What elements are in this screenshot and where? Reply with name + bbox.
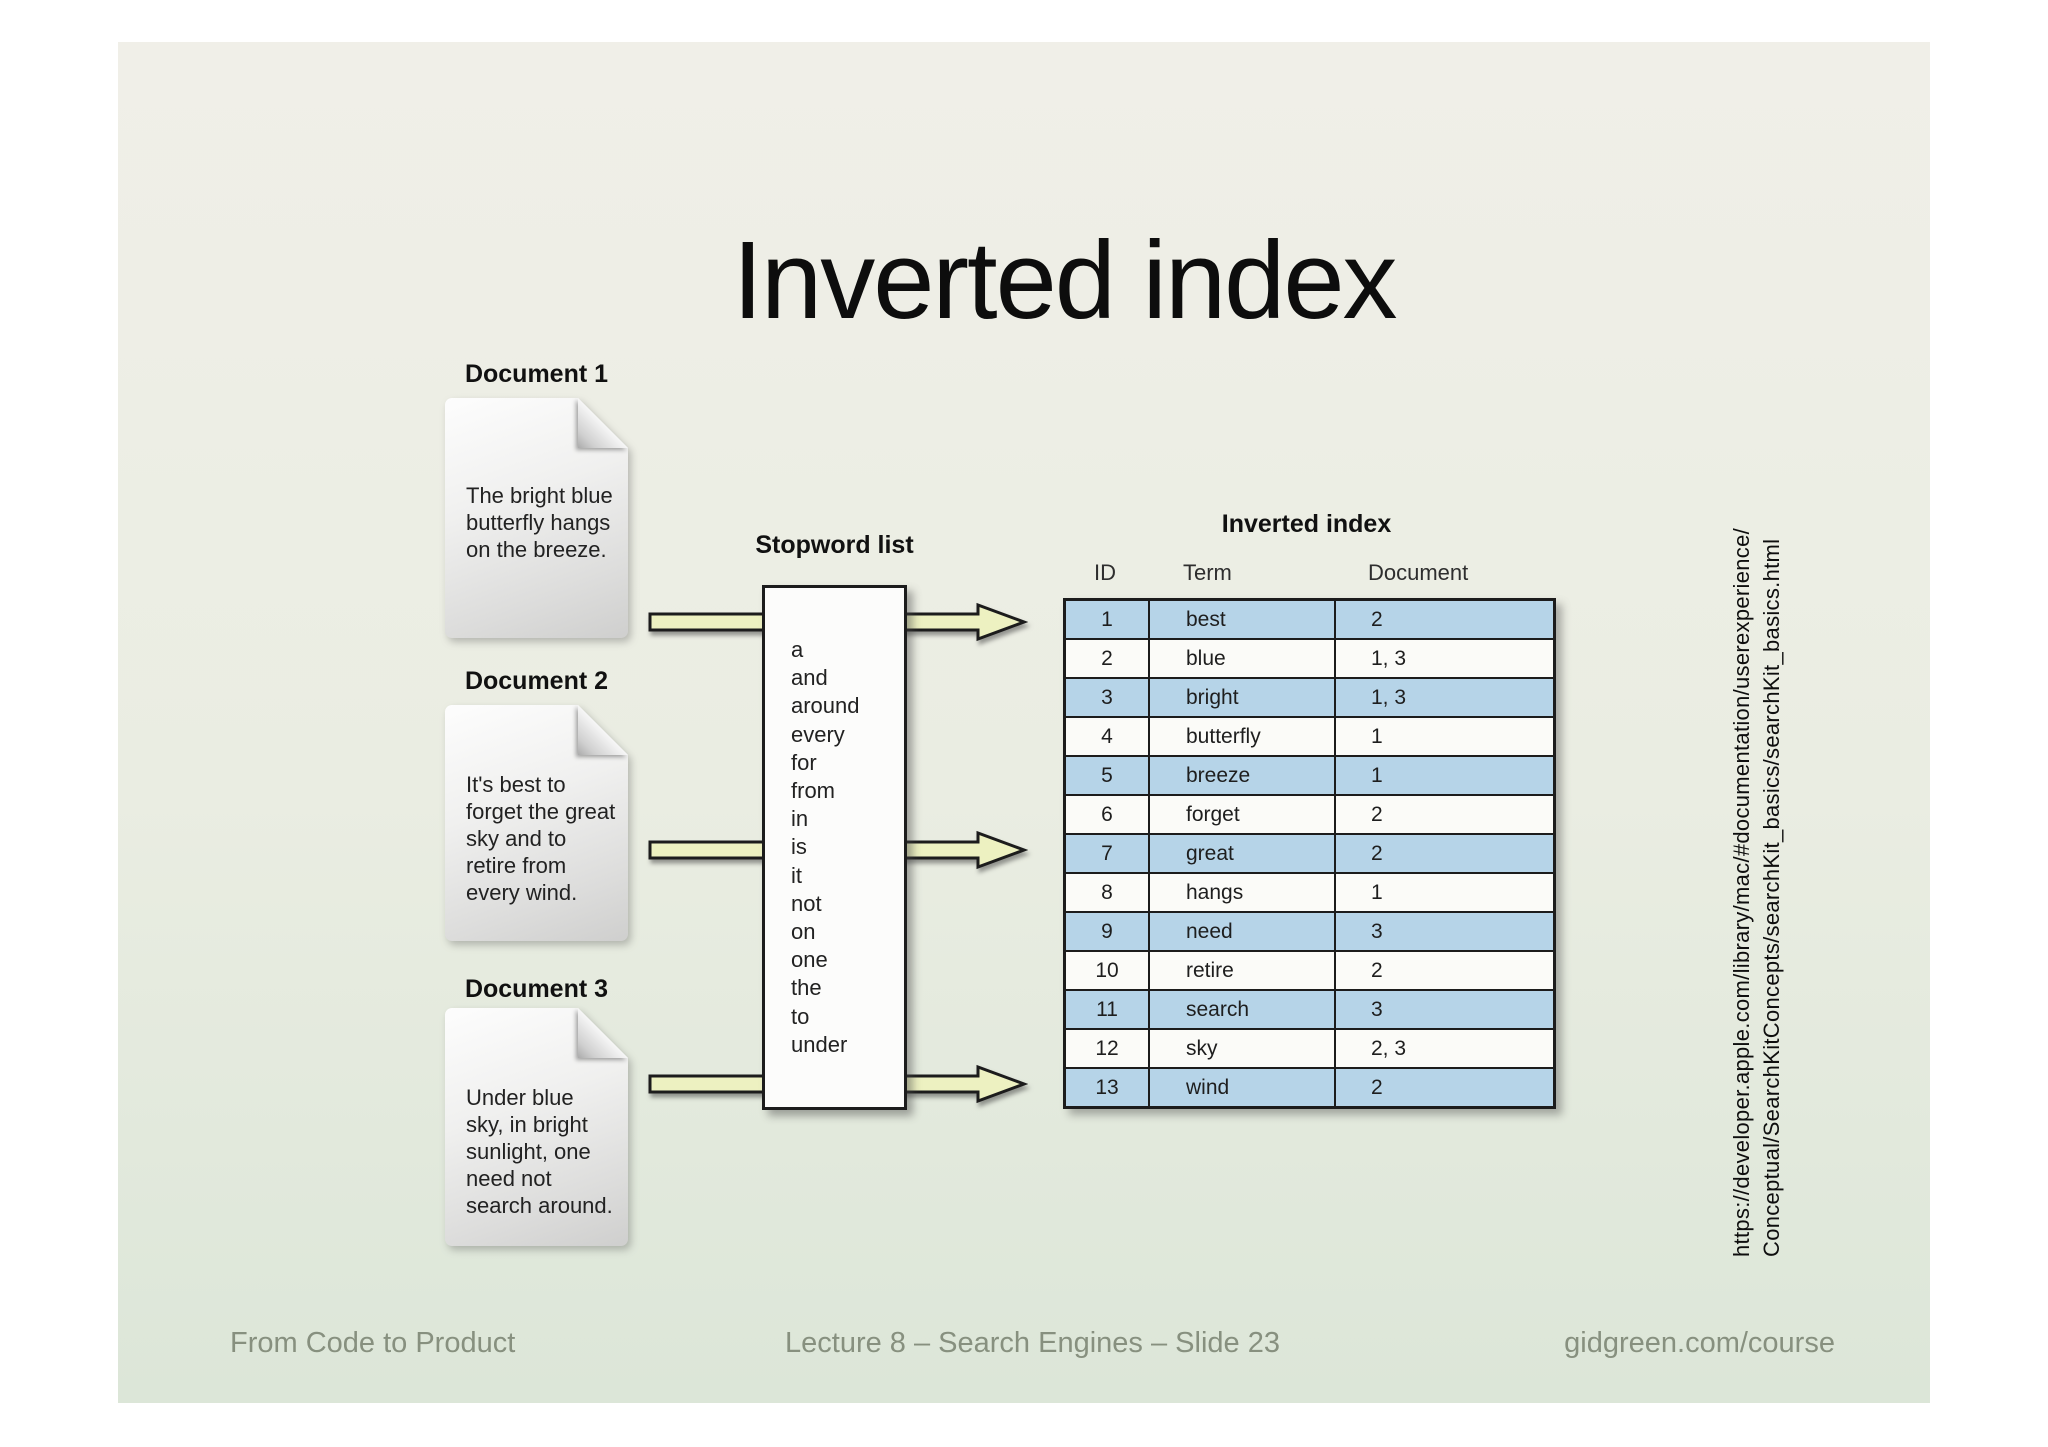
document-1-label: Document 1 xyxy=(464,360,609,388)
cell-document: 2 xyxy=(1371,1076,1383,1099)
cell-term: sky xyxy=(1150,1030,1336,1067)
stopword-list-box: a and around every for from in is it not… xyxy=(762,585,907,1110)
cell-id: 2 xyxy=(1066,640,1150,677)
cell-document: 2 xyxy=(1371,842,1383,865)
cell-id: 6 xyxy=(1066,796,1150,833)
folded-corner-icon xyxy=(578,398,628,448)
cell-id: 1 xyxy=(1066,601,1150,638)
table-row: 6 forget 2 xyxy=(1066,796,1553,835)
cell-id: 12 xyxy=(1066,1030,1150,1067)
table-row: 9 need 3 xyxy=(1066,913,1553,952)
inverted-index-table: 1 best 2 2 blue 1, 3 3 bright 1, 3 4 but… xyxy=(1063,598,1556,1109)
cell-document: 2 xyxy=(1371,608,1383,631)
stopword-item: it xyxy=(791,862,802,888)
stopword-item: around xyxy=(791,693,860,719)
stopword-item: and xyxy=(791,665,828,691)
table-row: 1 best 2 xyxy=(1066,601,1553,640)
stopword-item: to xyxy=(791,1003,810,1029)
table-row: 8 hangs 1 xyxy=(1066,874,1553,913)
table-row: 4 butterfly 1 xyxy=(1066,718,1553,757)
cell-document: 1 xyxy=(1371,725,1383,748)
column-header-document: Document xyxy=(1368,560,1469,585)
cell-document: 1 xyxy=(1371,881,1383,904)
stopword-item: from xyxy=(791,778,835,804)
cell-document: 3 xyxy=(1371,998,1383,1021)
cell-id: 7 xyxy=(1066,835,1150,872)
document-2-paper: It's best to forget the great sky and to… xyxy=(445,705,628,941)
cell-id: 5 xyxy=(1066,757,1150,794)
cell-term: search xyxy=(1150,991,1336,1028)
cell-term: best xyxy=(1150,601,1336,638)
column-header-term: Term xyxy=(1183,560,1232,585)
slide-title: Inverted index xyxy=(732,218,1398,342)
table-row: 3 bright 1, 3 xyxy=(1066,679,1553,718)
document-3-text: Under blue sky, in bright sunlight, one … xyxy=(466,1085,613,1218)
cell-document: 2 xyxy=(1371,959,1383,982)
cell-id: 8 xyxy=(1066,874,1150,911)
table-row: 5 breeze 1 xyxy=(1066,757,1553,796)
stopword-item: a xyxy=(791,637,804,662)
document-3-paper: Under blue sky, in bright sunlight, one … xyxy=(445,1008,628,1246)
document-3-label: Document 3 xyxy=(464,975,609,1003)
footer-lecture-info: Lecture 8 – Search Engines – Slide 23 xyxy=(785,1327,1280,1359)
cell-term: hangs xyxy=(1150,874,1336,911)
stopword-item: not xyxy=(791,890,822,916)
folded-corner-icon xyxy=(578,1008,628,1058)
stopword-item: is xyxy=(791,834,807,860)
inverted-index-title: Inverted index xyxy=(1221,510,1392,538)
cell-term: butterfly xyxy=(1150,718,1336,755)
source-url-line-2: Conceptual/SearchKitConcepts/searchKit_b… xyxy=(1759,538,1784,1257)
column-header-id: ID xyxy=(1094,560,1116,585)
cell-id: 13 xyxy=(1066,1069,1150,1106)
cell-id: 11 xyxy=(1066,991,1150,1028)
cell-term: great xyxy=(1150,835,1336,872)
cell-document: 1 xyxy=(1371,764,1383,787)
slide: Inverted index Document 1 The bright blu… xyxy=(118,42,1930,1403)
table-row: 11 search 3 xyxy=(1066,991,1553,1030)
cell-term: retire xyxy=(1150,952,1336,989)
stopword-item: in xyxy=(791,806,809,832)
cell-document: 1, 3 xyxy=(1371,647,1407,670)
cell-id: 3 xyxy=(1066,679,1150,716)
stopword-item: for xyxy=(791,749,817,775)
stopword-item: every xyxy=(791,721,845,747)
cell-term: blue xyxy=(1150,640,1336,677)
cell-id: 4 xyxy=(1066,718,1150,755)
cell-term: forget xyxy=(1150,796,1336,833)
cell-document: 3 xyxy=(1371,920,1383,943)
document-1-text: The bright blue butterfly hangs on the b… xyxy=(466,483,613,562)
document-2-label: Document 2 xyxy=(464,667,609,695)
table-row: 10 retire 2 xyxy=(1066,952,1553,991)
paper-sheet: It's best to forget the great sky and to… xyxy=(445,705,628,941)
stopword-list-label: Stopword list xyxy=(755,531,914,559)
slide-footer: From Code to Product Lecture 8 – Search … xyxy=(118,1327,1930,1360)
table-row: 7 great 2 xyxy=(1066,835,1553,874)
cell-id: 9 xyxy=(1066,913,1150,950)
cell-term: wind xyxy=(1150,1069,1336,1106)
stopword-item: on xyxy=(791,919,816,945)
document-1-paper: The bright blue butterfly hangs on the b… xyxy=(445,398,628,638)
inverted-index-header: ID Term Document xyxy=(1063,560,1550,586)
cell-document: 2 xyxy=(1371,803,1383,826)
stopword-item: the xyxy=(791,975,822,1001)
paper-sheet: The bright blue butterfly hangs on the b… xyxy=(445,398,628,638)
table-row: 2 blue 1, 3 xyxy=(1066,640,1553,679)
folded-corner-icon xyxy=(578,705,628,755)
cell-term: need xyxy=(1150,913,1336,950)
stopword-item: one xyxy=(791,947,828,973)
cell-document: 2, 3 xyxy=(1371,1037,1407,1060)
stopword-item: under xyxy=(791,1031,848,1057)
cell-term: breeze xyxy=(1150,757,1336,794)
document-2-text: It's best to forget the great sky and to… xyxy=(466,772,616,905)
source-url: https://developer.apple.com/library/mac/… xyxy=(1727,367,1789,1257)
table-row: 12 sky 2, 3 xyxy=(1066,1030,1553,1069)
cell-document: 1, 3 xyxy=(1371,686,1407,709)
footer-website: gidgreen.com/course xyxy=(1564,1327,1835,1359)
source-url-line-1: https://developer.apple.com/library/mac/… xyxy=(1729,527,1754,1257)
footer-course-name: From Code to Product xyxy=(230,1327,516,1359)
cell-term: bright xyxy=(1150,679,1336,716)
cell-id: 10 xyxy=(1066,952,1150,989)
paper-sheet: Under blue sky, in bright sunlight, one … xyxy=(445,1008,628,1246)
table-row: 13 wind 2 xyxy=(1066,1069,1553,1106)
